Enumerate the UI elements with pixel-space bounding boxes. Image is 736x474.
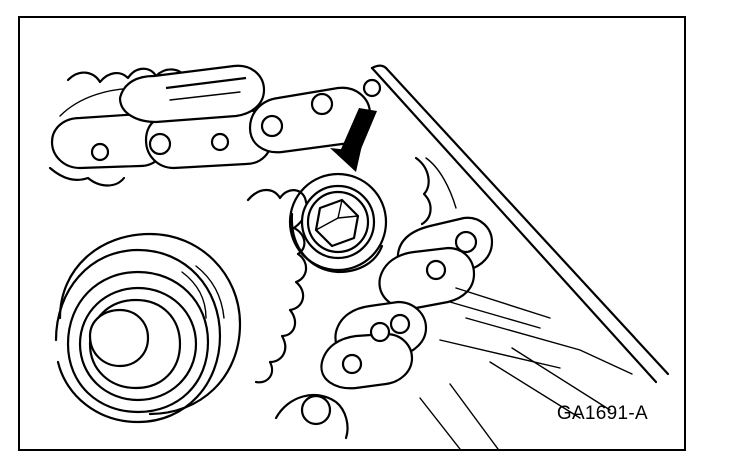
figure-frame: GA1691-A (18, 16, 686, 451)
hub-assembly (54, 232, 242, 424)
crank-sprocket-teeth (246, 188, 309, 384)
lower-housing (419, 287, 633, 449)
upper-chain (48, 64, 382, 187)
chain-guide-cover (370, 64, 670, 384)
right-chain (274, 156, 494, 440)
figure-reference-code: GA1691-A (556, 403, 648, 424)
upper-sprocket-teeth (66, 67, 188, 84)
crankshaft-bolt (288, 172, 388, 274)
arrow-down-icon (330, 108, 377, 172)
timing-chain-illustration (48, 64, 670, 449)
